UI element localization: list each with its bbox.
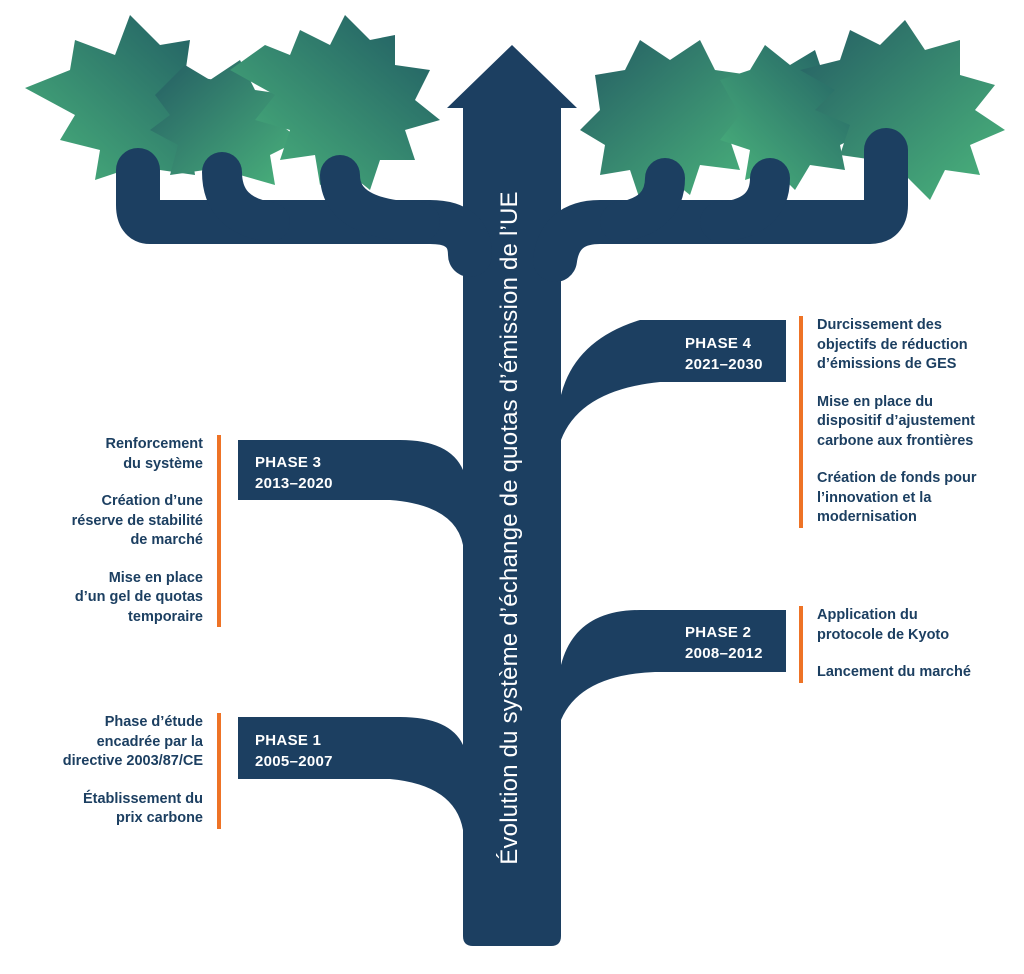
phase-4-note-1: Durcissement des objectifs de réduction … [817, 317, 968, 372]
leaf-cluster-1 [25, 15, 225, 195]
phase-1-name: PHASE 1 [255, 732, 322, 749]
phase-2-note-1: Application du protocole de Kyoto [817, 607, 950, 643]
phase-1-label: PHASE 1 2005–2007 [255, 730, 333, 772]
phase-2-label: PHASE 2 2008–2012 [685, 622, 763, 664]
leaf-cluster-6 [800, 20, 1005, 200]
phase-3-note-3: Mise en place d’un gel de quotas tempora… [74, 569, 203, 625]
branch-phase-3 [238, 440, 463, 545]
branch-upper-right-twig-1 [600, 158, 685, 242]
branch-phase-1 [238, 717, 463, 830]
phase-2-name: PHASE 2 [685, 624, 752, 641]
branch-upper-left-twig-2 [320, 155, 440, 242]
phase-3-notes: Renforcement du système Création d’une r… [72, 435, 221, 627]
phase-2-period: 2008–2012 [685, 645, 763, 662]
branch-upper-right-twig-2 [700, 158, 790, 242]
phase-3-note-1: Renforcement du système [105, 436, 204, 472]
leaf-cluster-2 [150, 60, 300, 195]
phase-4-label: PHASE 4 2021–2030 [685, 333, 763, 375]
phase-1-notes: Phase d’étude encadrée par la directive … [63, 713, 221, 829]
leaf-cluster-4 [580, 40, 765, 200]
branch-phase-4 [561, 320, 786, 440]
phase-4-notes: Durcissement des objectifs de réduction … [799, 316, 977, 528]
phase-2-note-2: Lancement du marché [817, 664, 971, 680]
phase-3-period: 2013–2020 [255, 475, 333, 492]
trunk-title: Évolution du système d’échange de quotas… [496, 191, 523, 865]
leaf-cluster-3 [230, 15, 440, 190]
phase-4-name: PHASE 4 [685, 335, 752, 352]
phase-1-note-2: Établissement du prix carbone [82, 790, 203, 827]
branch-phase-2 [561, 610, 786, 720]
foliage [25, 15, 1005, 200]
phase-3-label: PHASE 3 2013–2020 [255, 452, 333, 494]
phase-2-notes: Application du protocole de Kyoto Lancem… [799, 606, 971, 683]
phase-3-note-2: Création d’une réserve de stabilité de m… [71, 493, 203, 548]
branch-upper-left-twig-1 [202, 152, 290, 242]
phase-4-period: 2021–2030 [685, 356, 763, 373]
phase-4-note-2: Mise en place du dispositif d’ajustement… [817, 393, 975, 449]
phase-3-name: PHASE 3 [255, 454, 322, 471]
phase-1-note-1: Phase d’étude encadrée par la directive … [62, 714, 203, 769]
tree-trunk-branches [116, 45, 908, 946]
phase-1-period: 2005–2007 [255, 753, 333, 770]
phase-4-note-3: Création de fonds pour l’innovation et l… [817, 470, 977, 525]
